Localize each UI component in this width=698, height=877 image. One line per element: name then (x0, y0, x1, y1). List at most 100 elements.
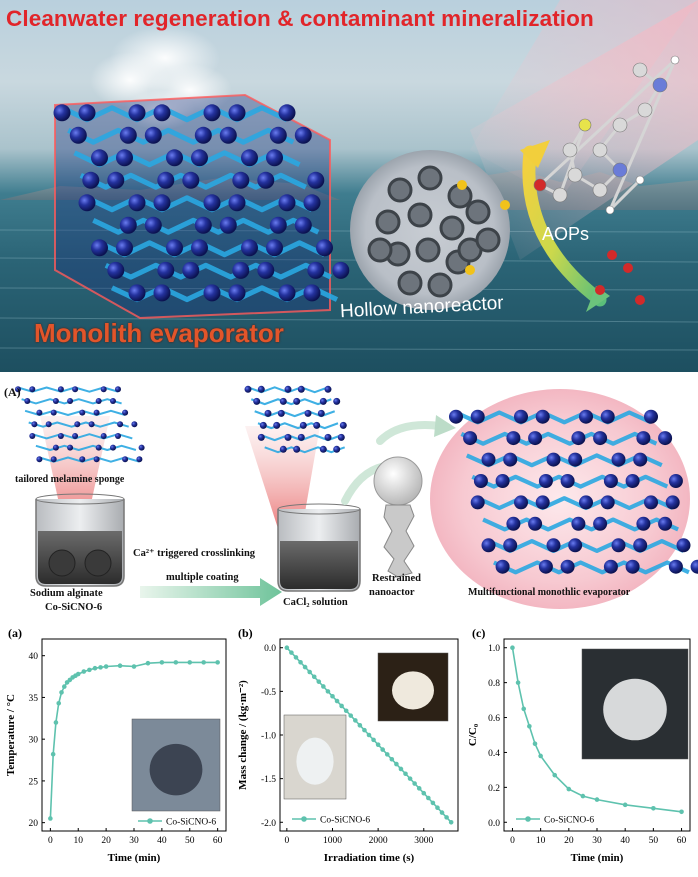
evap-sphere (538, 474, 553, 488)
hero-sphere (144, 126, 162, 144)
nanoreactor-robot-icon (373, 456, 423, 578)
evap-sphere (503, 452, 518, 467)
evap-sphere (665, 495, 680, 510)
sponge-sphere (79, 409, 86, 416)
x-tick-label: 0 (510, 836, 515, 846)
hero-sphere (307, 261, 325, 279)
sponge-sphere (50, 456, 57, 463)
x-axis-title: Time (min) (571, 852, 624, 864)
sponge-sphere (138, 444, 145, 451)
hero-sphere (278, 284, 296, 302)
coated-sphere (333, 397, 341, 405)
sponge-sphere (57, 433, 64, 439)
alginate-beaker-icon (35, 493, 125, 587)
hero-sphere (78, 194, 96, 212)
data-point (339, 703, 344, 709)
molecule-atom (552, 187, 568, 203)
hero-sphere (194, 126, 212, 144)
evap-sphere (481, 452, 496, 467)
fragment-atom (635, 295, 645, 305)
coated-sphere (319, 397, 327, 405)
molecule-atom (652, 77, 668, 93)
coated-sphere (293, 397, 301, 405)
data-point (552, 772, 558, 778)
data-point (407, 776, 413, 781)
x-tick-label: 1000 (323, 836, 342, 846)
data-point (521, 706, 527, 712)
data-point (375, 742, 381, 747)
evap-ribbon (487, 539, 685, 553)
data-point (284, 645, 290, 651)
panel-label: (a) (8, 626, 22, 640)
evap-sphere (503, 538, 518, 553)
hollow-particle (367, 237, 393, 263)
hero-sphere (257, 171, 275, 189)
hero-sphere (182, 171, 200, 189)
data-point (311, 674, 317, 680)
x-tick-label: 2000 (369, 836, 388, 846)
hero-sphere (157, 261, 175, 279)
evap-sphere (568, 452, 583, 467)
molecule-atom (612, 162, 628, 178)
data-point (50, 751, 56, 757)
hero-sphere (266, 149, 283, 167)
restrained-label: Restrained (372, 573, 421, 584)
evap-sphere (676, 538, 691, 553)
evap-sphere (593, 516, 608, 531)
coated-sphere (264, 409, 272, 417)
evap-sphere (506, 431, 521, 446)
hero-sphere (241, 239, 258, 257)
x-tick-label: 40 (157, 836, 167, 846)
evap-sphere (495, 559, 510, 574)
data-point (394, 761, 399, 767)
data-point (98, 665, 103, 670)
sponge-sphere (29, 386, 36, 393)
sponge-sphere (131, 421, 138, 428)
data-point (510, 645, 515, 651)
molecule-atom (533, 178, 547, 192)
sponge-sphere (88, 421, 95, 428)
sponge-sphere (122, 456, 129, 463)
hero-sphere (191, 239, 208, 257)
data-point (412, 781, 417, 786)
hero-sphere (78, 104, 96, 122)
x-tick-label: 20 (101, 836, 111, 846)
data-point (215, 660, 220, 665)
coated-sphere (297, 433, 305, 441)
data-point (594, 797, 600, 802)
data-point (348, 713, 354, 718)
data-point (103, 664, 109, 669)
scheme-artwork (15, 385, 698, 609)
y-tick-label: -1.5 (261, 775, 276, 785)
hero-sphere (153, 194, 171, 212)
hollow-particle (465, 199, 491, 225)
coated-sphere (277, 409, 285, 417)
data-point (398, 766, 404, 772)
hero-sphere (269, 216, 287, 234)
evap-sphere (644, 409, 658, 424)
sponge-sphere (117, 421, 124, 428)
hollow-particle (407, 202, 433, 228)
data-point (201, 660, 206, 665)
sponge-sphere (115, 433, 121, 439)
data-point (92, 665, 98, 671)
sponge-sphere (52, 398, 59, 404)
aops-label: AOPs (542, 224, 590, 244)
evap-sphere (449, 409, 463, 424)
y-tick-label: 25 (29, 777, 39, 787)
data-point (651, 806, 656, 811)
hollow-particle (417, 165, 443, 191)
data-point (325, 689, 331, 694)
molecule-atom (612, 117, 628, 133)
hero-ribbon (67, 127, 295, 145)
molecule-atom (592, 182, 608, 198)
data-point (87, 667, 92, 673)
legend-marker (525, 816, 531, 822)
cacl2-label: CaCl₂ solution (283, 597, 348, 608)
crosslinking-label: Ca²⁺ triggered crosslinking (133, 548, 256, 559)
process-arrow (140, 578, 282, 606)
sponge-sphere (67, 398, 74, 404)
sponge-sphere (95, 444, 102, 451)
coated-sphere (284, 433, 292, 441)
